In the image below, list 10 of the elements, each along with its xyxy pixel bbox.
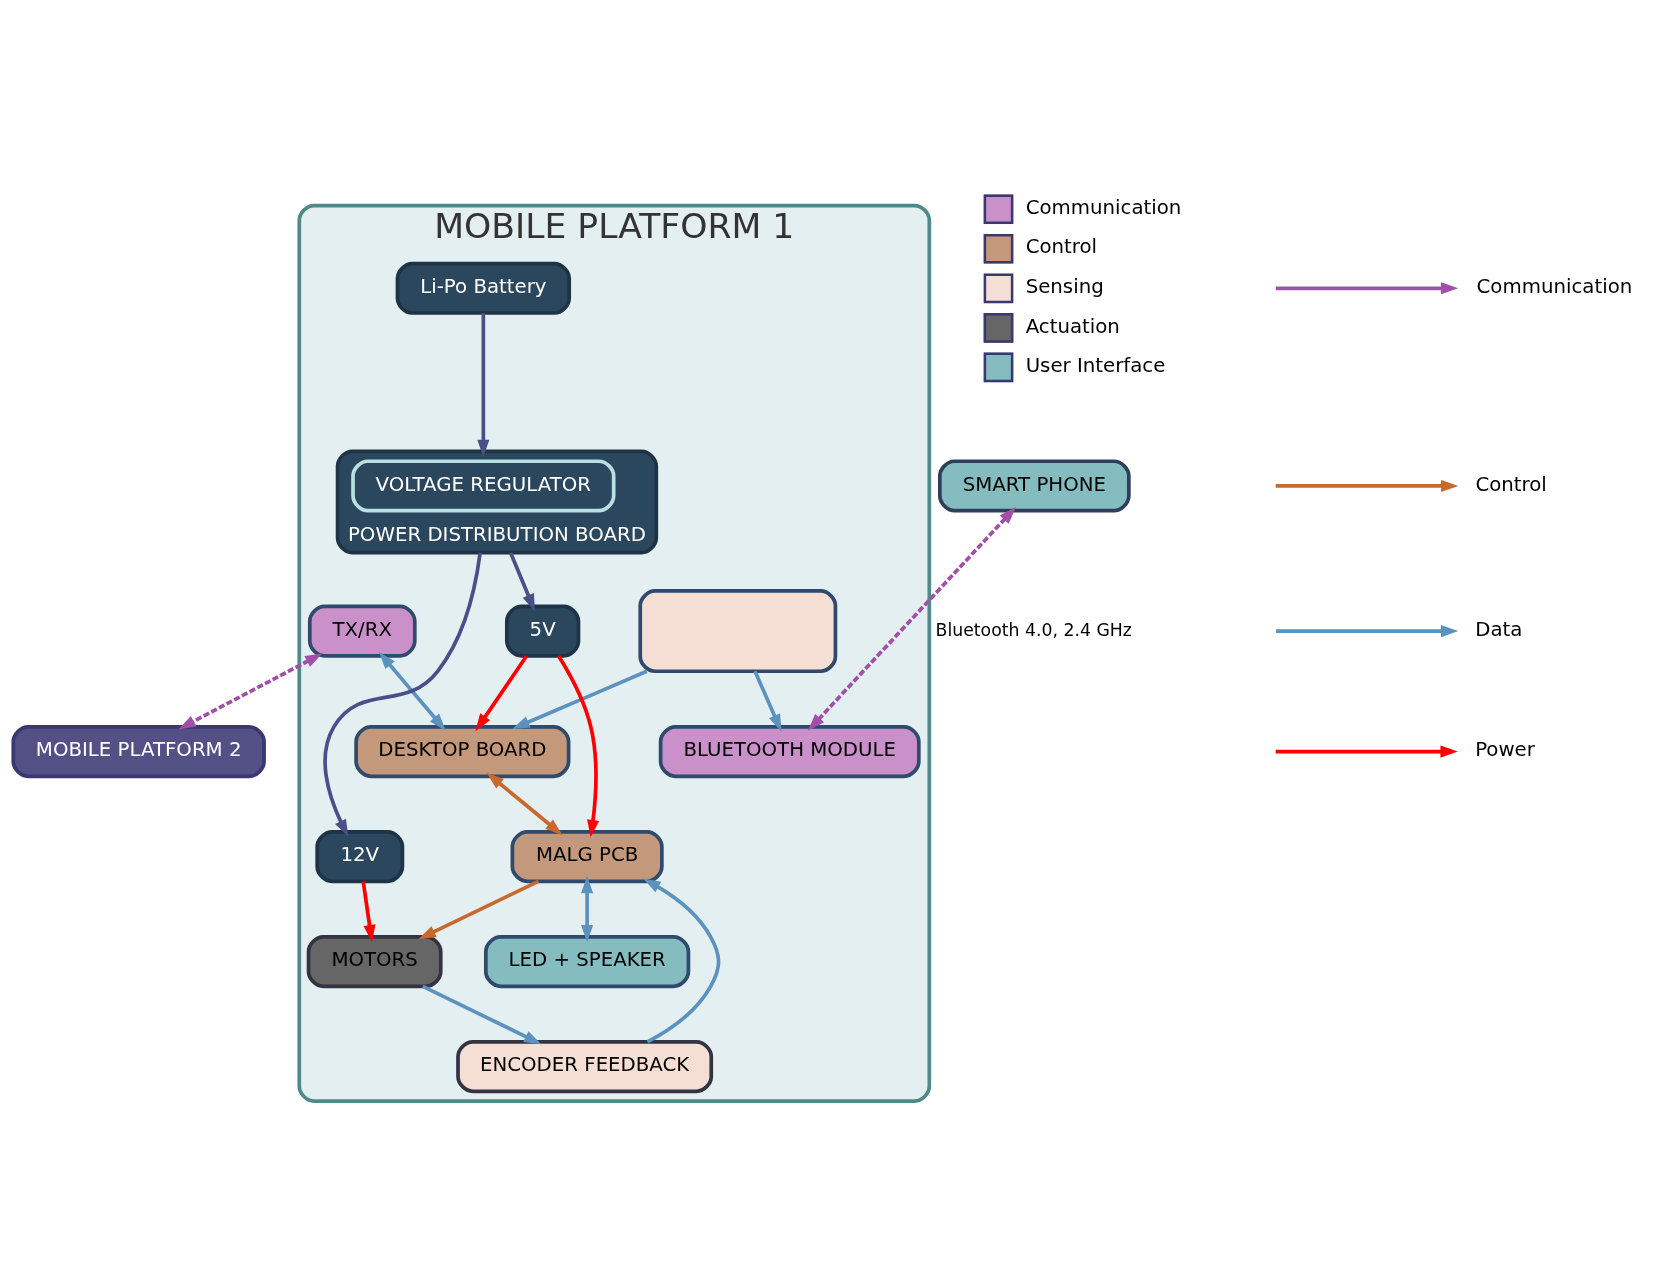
legend-label: User Interface: [1025, 353, 1166, 377]
legend-label: Actuation: [1025, 314, 1120, 338]
legend-label: Control: [1025, 234, 1098, 258]
legend-label: Power: [1475, 737, 1535, 761]
legend-label: Control: [1475, 472, 1547, 496]
legend-label: Sensing: [1025, 274, 1104, 298]
legend-label: Communication: [1476, 274, 1633, 298]
edge-label: Bluetooth 4.0, 2.4 GHz: [935, 619, 1132, 640]
legend-label: Data: [1475, 617, 1523, 641]
legend-label: Communication: [1025, 195, 1182, 219]
